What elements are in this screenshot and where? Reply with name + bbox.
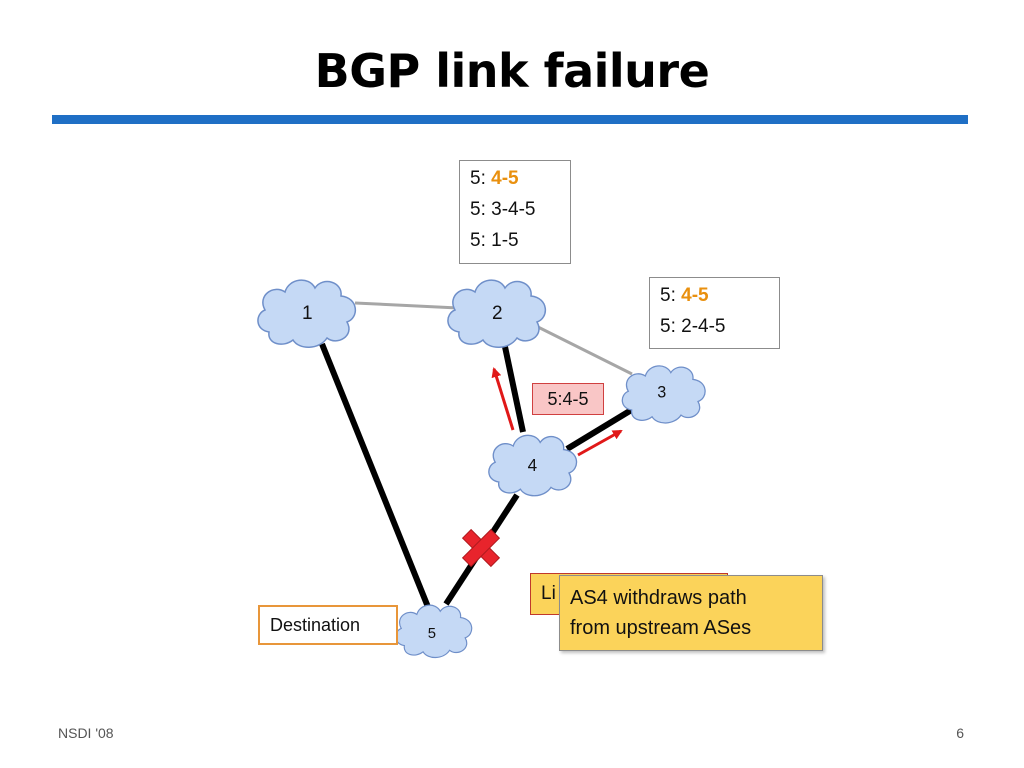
update-message: 5:4-5 xyxy=(532,383,604,415)
route-prefix: 5: xyxy=(660,285,682,306)
slide-title: BGP link failure xyxy=(314,44,710,98)
title-rule xyxy=(52,115,968,124)
node-label: 3 xyxy=(657,383,666,401)
node-label: 4 xyxy=(528,456,538,475)
node-5[interactable]: 5 xyxy=(395,604,473,659)
route-entry: 5: 1-5 xyxy=(470,225,560,256)
link-2-4 xyxy=(501,341,526,433)
route-prefix: 5: xyxy=(470,168,492,189)
link-1-5 xyxy=(319,342,431,609)
node-4[interactable]: 4 xyxy=(488,434,578,497)
link-1-2 xyxy=(354,301,459,310)
node-label: 1 xyxy=(302,303,313,324)
route-path-best: 4-5 xyxy=(681,285,709,306)
route-prefix: 5: xyxy=(470,230,492,251)
withdraw-note-line: AS4 withdraws path xyxy=(570,587,747,609)
cloud-icon xyxy=(395,604,473,659)
link-2-3 xyxy=(535,324,633,376)
red-x-icon xyxy=(461,528,501,568)
link-4-3 xyxy=(565,406,635,452)
cloud-icon xyxy=(447,279,546,348)
node-3[interactable]: 3 xyxy=(621,365,706,424)
routing-table-node-3: 5: 4-5 5: 2-4-5 xyxy=(649,277,780,349)
cloud-icon xyxy=(621,365,706,424)
node-label: 2 xyxy=(492,303,503,324)
node-2[interactable]: 2 xyxy=(447,279,546,348)
footer-venue: NSDI '08 xyxy=(58,725,114,741)
route-entry: 5: 4-5 xyxy=(470,163,560,194)
route-path: 2-4-5 xyxy=(681,316,726,337)
cloud-icon xyxy=(257,279,356,348)
withdraw-note-line: from upstream ASes xyxy=(570,617,752,639)
node-label: 5 xyxy=(428,626,436,642)
cloud-icon xyxy=(488,434,578,497)
node-1[interactable]: 1 xyxy=(257,279,356,348)
route-entry: 5: 4-5 xyxy=(660,280,769,311)
route-path-best: 4-5 xyxy=(491,168,519,189)
page-number: 6 xyxy=(956,725,964,741)
route-entry: 5: 2-4-5 xyxy=(660,311,769,342)
route-path: 3-4-5 xyxy=(491,199,536,220)
arrow-to-node-3 xyxy=(577,429,623,457)
destination-label: Destination xyxy=(258,605,398,645)
routing-table-node-2: 5: 4-5 5: 3-4-5 5: 1-5 xyxy=(459,160,571,264)
route-entry: 5: 3-4-5 xyxy=(470,194,560,225)
withdraw-note: AS4 withdraws path from upstream ASes xyxy=(559,575,823,651)
arrow-to-node-2 xyxy=(491,367,515,431)
route-prefix: 5: xyxy=(660,316,682,337)
route-prefix: 5: xyxy=(470,199,492,220)
route-path: 1-5 xyxy=(491,230,519,251)
